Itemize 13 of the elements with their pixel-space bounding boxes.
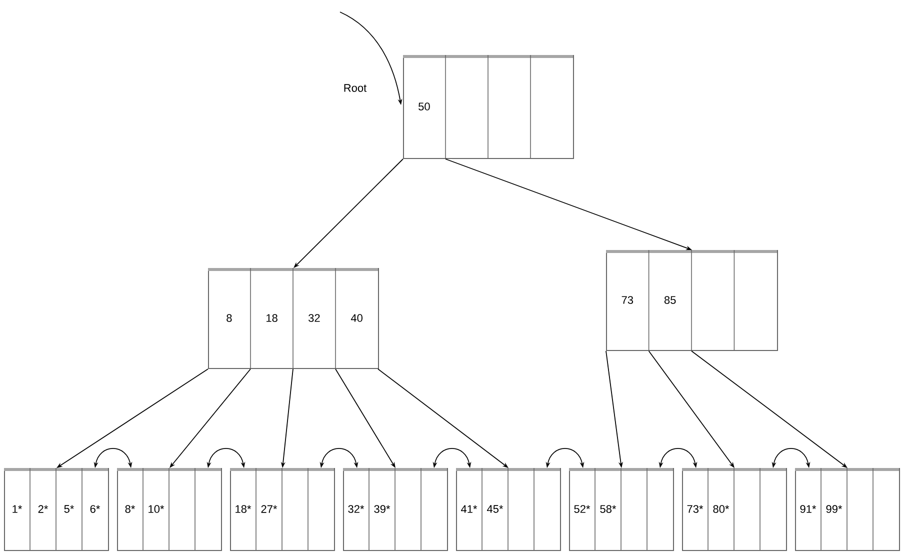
tree-node: 8 18 32 40: [208, 268, 379, 369]
tree-node: 8* 10*: [117, 468, 222, 551]
root-label: Root: [344, 84, 367, 92]
tree-node: 41* 45*: [456, 468, 561, 551]
tree-node: 73 85: [606, 250, 778, 351]
arrow: [294, 158, 404, 268]
tree-node: 32* 39*: [343, 468, 448, 551]
tree-node: 91* 99*: [795, 468, 900, 551]
tree-node: 73* 80*: [682, 468, 787, 551]
tree-node: 18* 27*: [230, 468, 335, 551]
tree-node: 50: [403, 54, 574, 159]
tree-node: 1* 2* 5* 6*: [4, 468, 109, 551]
tree-node: 52* 58*: [569, 468, 674, 551]
